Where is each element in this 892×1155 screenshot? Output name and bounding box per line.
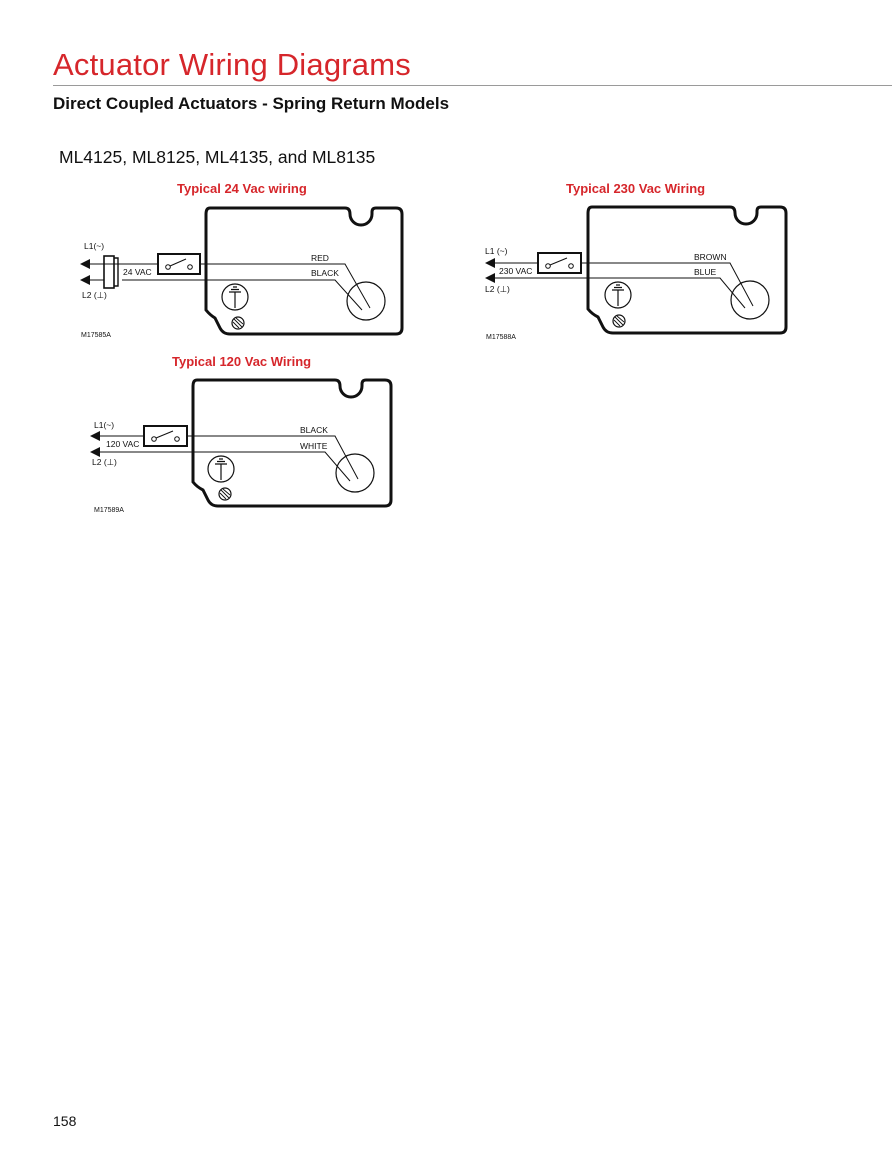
wire-1 xyxy=(187,435,359,480)
wiring-diagram-230vac: L1 (~) L2 (⊥) 230 VAC BROWN BLUE M17588A xyxy=(485,205,788,341)
page-number: 158 xyxy=(53,1113,77,1129)
ground-terminal xyxy=(221,283,249,311)
transformer-box xyxy=(103,255,115,289)
wire-2-label: WHITE xyxy=(300,441,328,451)
actuator-housing xyxy=(191,378,393,508)
arrow-l1-icon xyxy=(80,259,90,269)
wire-2-label: BLACK xyxy=(311,268,339,278)
ground-terminal xyxy=(207,455,235,483)
ground-terminal xyxy=(604,281,632,309)
diagram-code: M17585A xyxy=(81,332,111,339)
diagram-title-230vac: Typical 230 Vac Wiring xyxy=(566,181,706,196)
wire-2 xyxy=(495,277,746,309)
title-rule xyxy=(53,85,892,86)
diagram-title-120vac: Typical 120 Vac Wiring xyxy=(172,354,312,369)
l1-label: L1 (~) xyxy=(485,246,508,256)
section-heading: Direct Coupled Actuators - Spring Return… xyxy=(53,94,450,113)
arrow-l2-icon xyxy=(80,275,90,285)
diagram-code: M17589A xyxy=(94,507,124,514)
l2-label: L2 (⊥) xyxy=(92,457,117,467)
diagram-code: M17588A xyxy=(486,334,516,341)
wire-2 xyxy=(122,279,363,311)
models-heading: ML4125, ML8125, ML4135, and ML8135 xyxy=(59,147,376,167)
ground-symbol-icon xyxy=(229,286,241,308)
screw-icon xyxy=(612,314,626,328)
page-title: Actuator Wiring Diagrams xyxy=(53,47,411,82)
wire-2-label: BLUE xyxy=(694,267,717,277)
switch-contact-icon xyxy=(549,257,568,266)
motor-circle xyxy=(335,453,375,493)
voltage-label: 120 VAC xyxy=(106,439,139,449)
wiring-diagram-24vac: L1(~) L2 (⊥) 24 VAC RED BLACK M17585A xyxy=(80,206,404,339)
arrow-l2-icon xyxy=(485,273,495,283)
voltage-label: 230 VAC xyxy=(499,266,532,276)
switch-box xyxy=(143,425,188,447)
wire-1 xyxy=(581,262,754,307)
switch-box xyxy=(537,252,582,274)
motor-circle xyxy=(730,280,770,320)
l2-label: L2 (⊥) xyxy=(485,284,510,294)
switch-contact-icon xyxy=(169,258,187,267)
ground-symbol-icon xyxy=(215,458,227,480)
wire-1-label: RED xyxy=(311,253,329,263)
screw-icon xyxy=(231,316,245,330)
wire-2 xyxy=(100,451,351,482)
switch-box xyxy=(157,253,201,275)
wiring-diagram-120vac: L1(~) L2 (⊥) 120 VAC BLACK WHITE M17589A xyxy=(90,378,393,514)
arrow-l1-icon xyxy=(90,431,100,441)
actuator-housing xyxy=(204,206,404,336)
wire-1 xyxy=(200,263,371,309)
actuator-housing xyxy=(586,205,788,335)
l1-label: L1(~) xyxy=(84,241,104,251)
wire-1-label: BROWN xyxy=(694,252,727,262)
switch-contact-icon xyxy=(155,430,174,439)
voltage-label: 24 VAC xyxy=(123,267,152,277)
arrow-l1-icon xyxy=(485,258,495,268)
l2-label: L2 (⊥) xyxy=(82,290,107,300)
l1-label: L1(~) xyxy=(94,420,114,430)
motor-circle xyxy=(346,281,386,321)
diagram-title-24vac: Typical 24 Vac wiring xyxy=(177,181,307,196)
ground-symbol-icon xyxy=(612,284,624,306)
wire-1-label: BLACK xyxy=(300,425,328,435)
arrow-l2-icon xyxy=(90,447,100,457)
screw-icon xyxy=(218,487,232,501)
